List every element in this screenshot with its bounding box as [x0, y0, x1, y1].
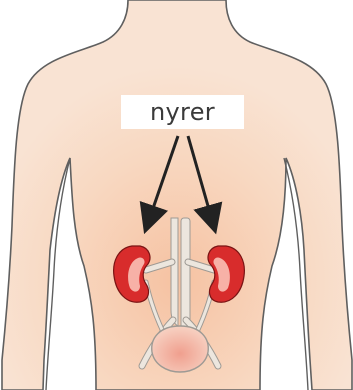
bladder	[152, 326, 209, 372]
aorta	[171, 218, 178, 326]
label-box: nyrer	[121, 95, 244, 129]
kidney-label: nyrer	[150, 98, 215, 126]
vena-cava	[181, 218, 190, 328]
